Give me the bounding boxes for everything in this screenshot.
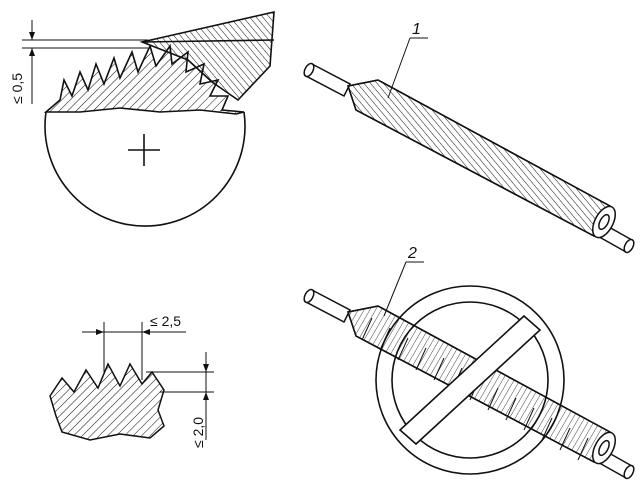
callout-2: 2 xyxy=(407,245,417,262)
roll-correct-figure xyxy=(303,37,635,254)
callout-1: 1 xyxy=(412,21,421,38)
prohibition-sign xyxy=(375,285,565,475)
roll-body xyxy=(347,79,612,238)
disk-outline xyxy=(44,111,246,227)
tooth-profile-figure xyxy=(49,322,214,441)
top-dimension-label: ≤ 0,5 xyxy=(9,73,25,104)
disk-teeth-section xyxy=(43,43,245,115)
cutting-tool xyxy=(139,10,275,102)
knurl-disk-figure xyxy=(22,10,275,227)
pitch-dimension-label: ≤ 2,5 xyxy=(150,313,181,329)
depth-dimension-label: ≤ 2,0 xyxy=(190,417,206,448)
tooth-profile-section xyxy=(49,362,165,441)
